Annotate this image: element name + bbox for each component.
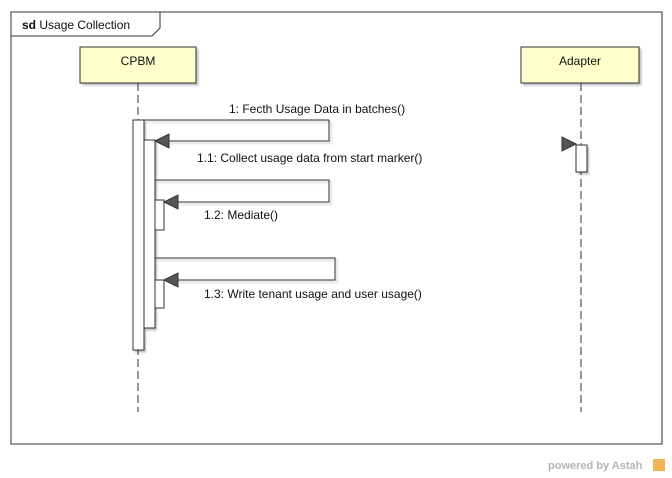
activation-adapter	[575, 144, 588, 173]
lifeline-name-adapter: Adapter	[559, 54, 601, 68]
message-1-label: 1: Fecth Usage Data in batches()	[229, 102, 405, 116]
frame-title-tab	[10, 11, 161, 37]
message-1-1-arrowhead	[561, 136, 578, 152]
frame-title: Usage Collection	[39, 18, 130, 32]
message-1-1-label: 1.1: Collect usage data from start marke…	[197, 151, 422, 165]
activation-cpbm-write	[154, 279, 165, 309]
frame-border	[10, 11, 663, 445]
message-1-3-arrow[interactable]	[155, 257, 336, 281]
lifeline-name-cpbm: CPBM	[121, 54, 156, 68]
message-1-arrow[interactable]	[144, 119, 330, 142]
message-1-3-arrowhead	[162, 272, 179, 288]
watermark-text: powered by Astah	[548, 460, 643, 472]
activation-cpbm-mediate	[154, 199, 165, 231]
message-1-3-label: 1.3: Write tenant usage and user usage()	[204, 287, 422, 301]
frame-keyword: sd	[22, 18, 36, 32]
message-1-2-label: 1.2: Mediate()	[204, 208, 278, 222]
svg-text:sd Usage Collection: sd Usage Collection	[22, 18, 130, 32]
message-1-2-arrowhead	[162, 194, 179, 210]
activation-cpbm-outer	[132, 119, 145, 351]
lifeline-head-adapter[interactable]	[520, 46, 640, 84]
activation-cpbm-inner	[143, 139, 156, 329]
astah-logo-icon	[653, 459, 665, 471]
message-1-2-arrow[interactable]	[155, 179, 330, 203]
